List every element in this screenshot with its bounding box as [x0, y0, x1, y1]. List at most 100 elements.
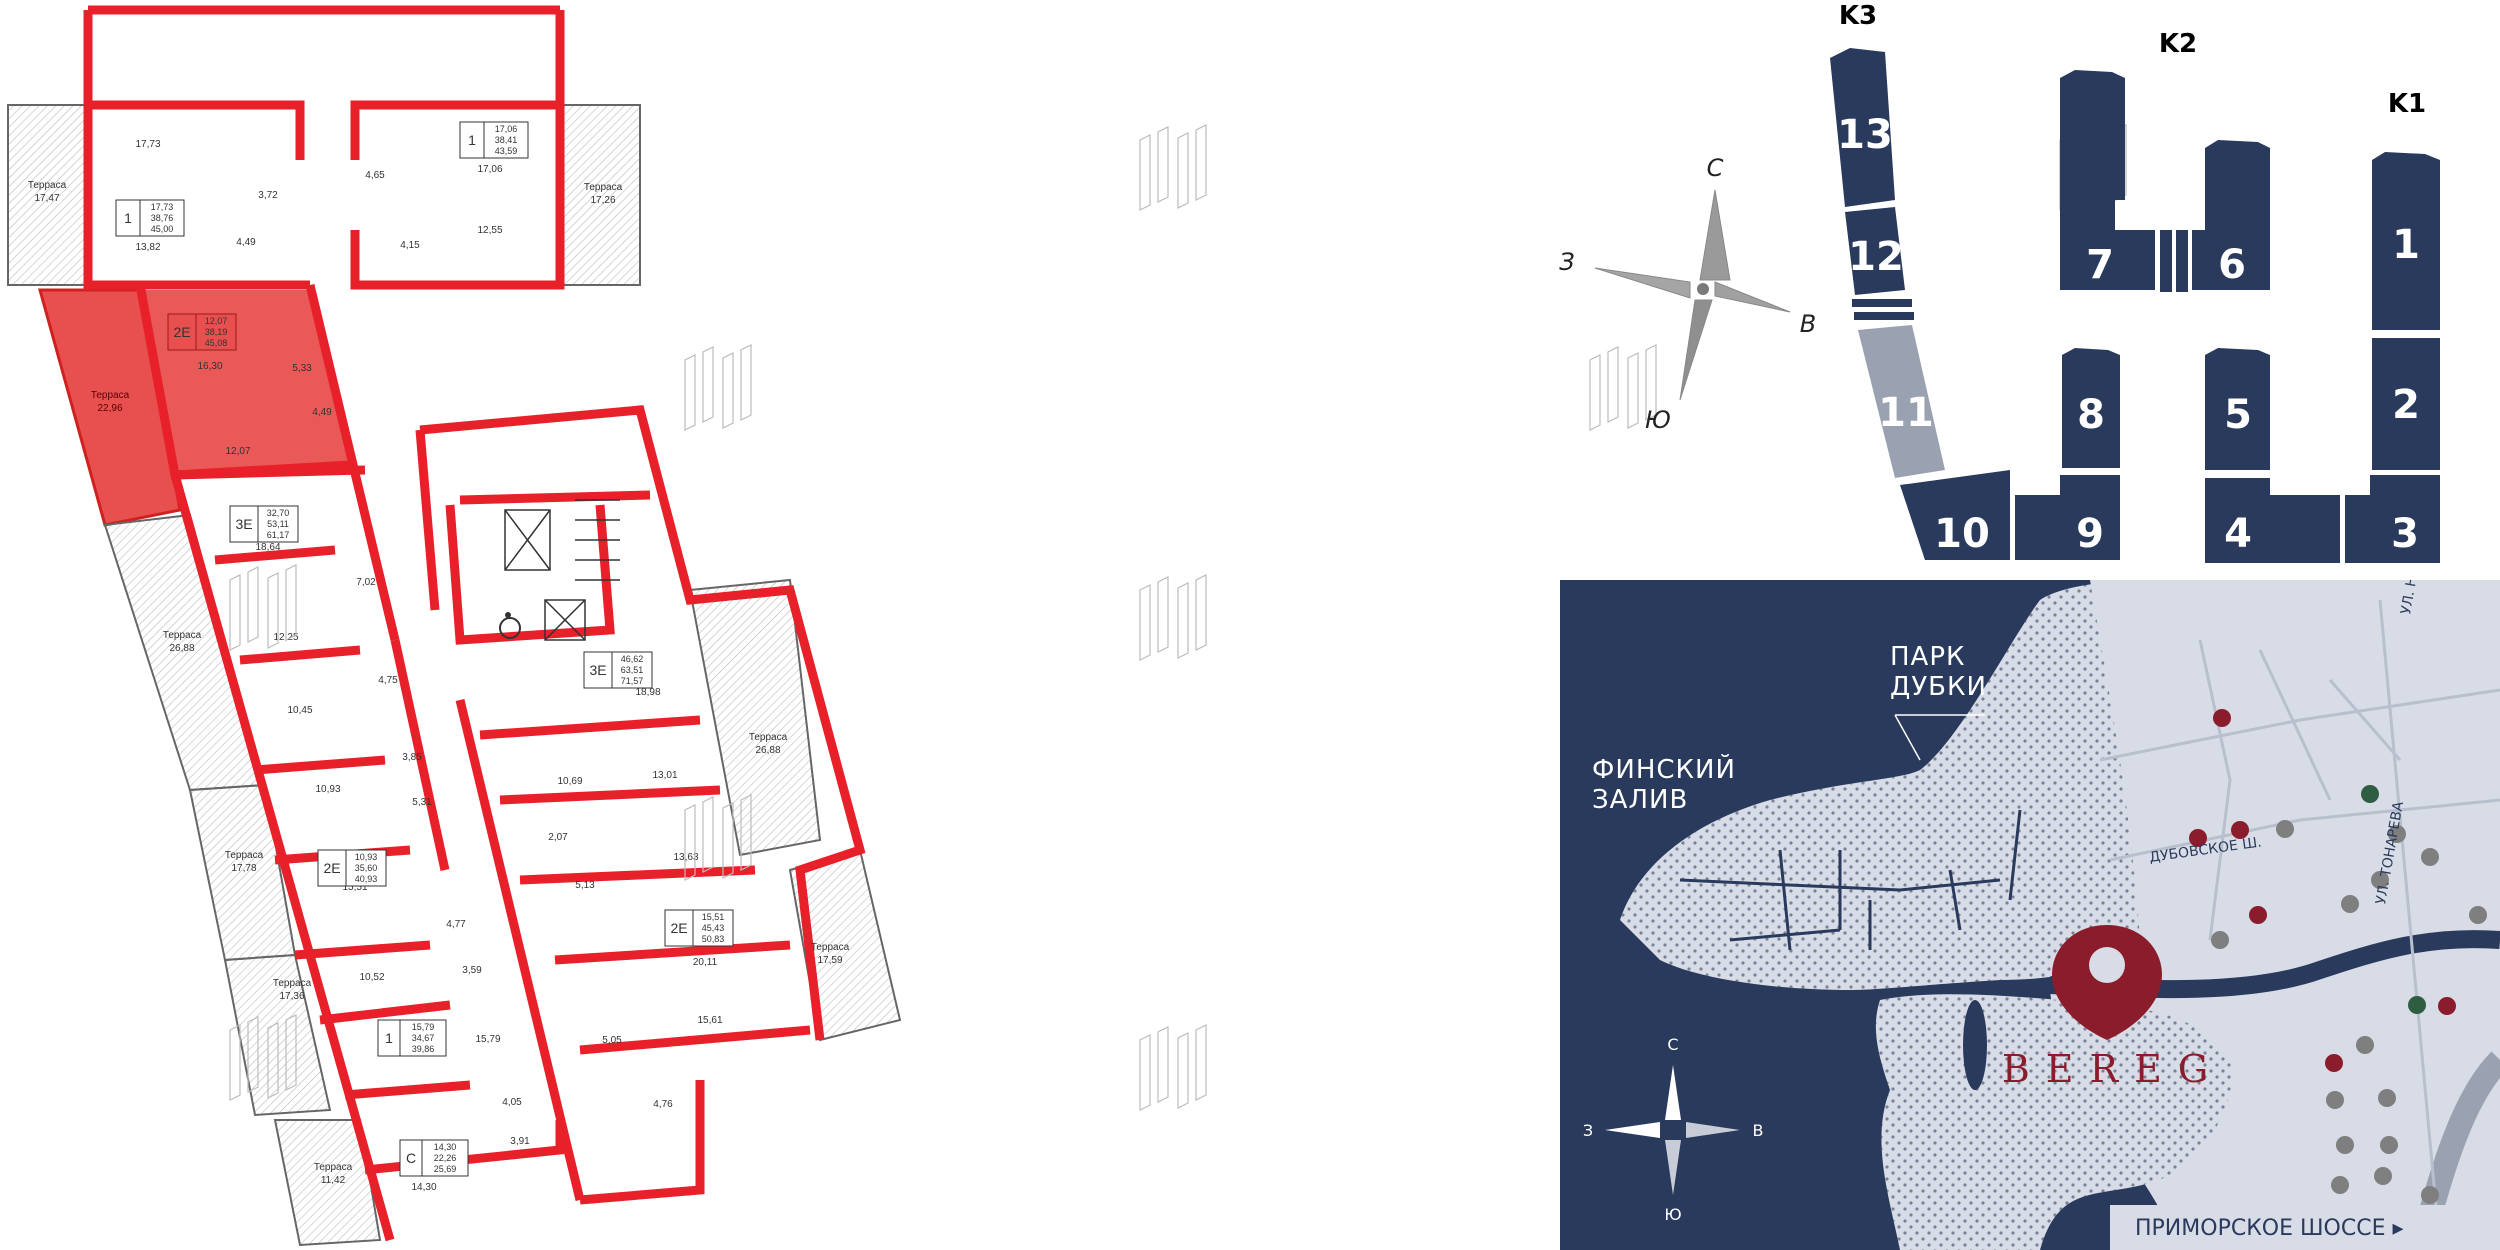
apartment-a8-v2: 34,67 — [412, 1033, 435, 1043]
room-r24-label: 3,59 — [462, 965, 482, 976]
building-6[interactable]: 6 — [2192, 140, 2270, 290]
apartment-a8-v3: 39,86 — [412, 1044, 435, 1054]
compass-map: С Ю З В — [1583, 1035, 1764, 1224]
terrace-t4-name: Терраса — [163, 630, 202, 641]
room-r28-label: 14,30 — [411, 1182, 436, 1193]
apartment-a8-info[interactable]: 1 15,79 34,67 39,86 — [377, 1019, 447, 1057]
terrace-t5-area-label: 26,88 — [755, 745, 780, 756]
apartment-a8-v1: 15,79 — [412, 1022, 435, 1032]
terrace-t8-area-label: 17,36 — [279, 991, 304, 1002]
apartment-a1-v1: 17,73 — [151, 202, 174, 212]
building-5-label: 5 — [2224, 392, 2252, 438]
apartment-a3-v3: 45,08 — [205, 338, 228, 348]
apartment-a3-info[interactable]: 2Е 12,07 38,19 45,08 — [167, 313, 237, 351]
watermark-logo — [229, 1014, 297, 1101]
building-6-strip — [2176, 230, 2188, 292]
compass-map-w: З — [1583, 1121, 1593, 1140]
room-r4-label: 4,49 — [236, 237, 256, 248]
building-12[interactable]: 12 — [1845, 207, 1905, 295]
room-r18-label: 3,85 — [402, 752, 422, 763]
apartment-a9-info[interactable]: С 14,30 22,26 25,69 — [399, 1139, 469, 1177]
map-gulf-line2: ЗАЛИВ — [1592, 785, 1688, 815]
apartment-a1-info[interactable]: 1 17,73 38,76 45,00 — [115, 199, 185, 237]
room-r31-label: 13,01 — [652, 770, 677, 781]
watermark-logo — [229, 564, 297, 651]
terrace-t5-area[interactable] — [688, 578, 822, 857]
map-street-top: УЛ. Н — [2398, 575, 2420, 616]
building-8[interactable]: 8 — [2062, 348, 2120, 468]
apartment-a4-type: 3Е — [235, 516, 252, 532]
apartment-a5-v1: 46,62 — [621, 654, 644, 664]
apartment-a2-type: 1 — [468, 132, 476, 148]
watermark-logo — [1139, 1024, 1207, 1111]
room-r37-label: 15,61 — [697, 1015, 722, 1026]
apartment-a4-info[interactable]: 3Е 32,70 53,11 61,17 — [229, 505, 299, 543]
building-5[interactable]: 5 — [2205, 348, 2270, 470]
watermark-logo — [1589, 344, 1657, 431]
apartment-a6-info[interactable]: 2Е 10,93 35,60 40,93 — [317, 849, 387, 887]
apartment-a7-v1: 15,51 — [702, 912, 725, 922]
apartment-a7-v2: 45,43 — [702, 923, 725, 933]
apartment-a9-v1: 14,30 — [434, 1142, 457, 1152]
building-4[interactable]: 4 — [2205, 478, 2340, 563]
terrace-t9-area-label: 11,42 — [321, 1175, 346, 1186]
building-9-label: 9 — [2076, 511, 2104, 557]
building-7-label: 8 — [2077, 392, 2105, 438]
map-park-line2: ДУБКИ — [1890, 672, 1987, 702]
apartment-a9-v2: 22,26 — [434, 1153, 457, 1163]
apartment-a2-v1: 17,06 — [495, 124, 518, 134]
compass-top-n: С — [1707, 154, 1724, 182]
room-r34-label: 5,13 — [575, 880, 595, 891]
apartment-a1-v2: 38,76 — [151, 213, 174, 223]
room-r21-label: 15,51 — [342, 882, 367, 893]
map-brand-label: BEREG — [2002, 1047, 2224, 1091]
map-highway-bar — [2110, 1205, 2500, 1250]
apartment-a2-info[interactable]: 1 17,06 38,41 43,59 — [459, 121, 529, 159]
buildings-plan: K3 K2 K1 13 12 11 10 9 8 — [1830, 1, 2440, 563]
map-roads — [2099, 599, 2500, 1250]
room-r7-label: 4,15 — [400, 240, 420, 251]
building-2[interactable]: 2 — [2372, 338, 2440, 470]
building-7[interactable]: 7 — [2060, 70, 2155, 290]
building-11[interactable]: 11 — [1858, 325, 1945, 478]
building-7-number: 7 — [2086, 242, 2114, 288]
room-r32-label: 2,07 — [548, 832, 568, 843]
room-r25-label: 15,79 — [475, 1034, 500, 1045]
terrace-t5-name: Терраса — [749, 732, 788, 743]
building-12-label: 12 — [1848, 234, 1904, 280]
building-6-label: 6 — [2218, 242, 2246, 288]
apartment-a6-v2: 35,60 — [355, 863, 378, 873]
building-3[interactable]: 3 — [2345, 475, 2440, 563]
apartment-a2-v3: 43,59 — [495, 146, 518, 156]
building-10[interactable]: 10 — [1900, 470, 2010, 560]
terrace-t3-area[interactable] — [38, 288, 182, 527]
building-1[interactable]: 1 — [2372, 152, 2440, 330]
compass-top-w: З — [1559, 248, 1574, 276]
apartment-a7-info[interactable]: 2Е 15,51 45,43 50,83 — [664, 909, 734, 947]
apartment-a6-type: 2Е — [323, 860, 340, 876]
building-connector — [1852, 299, 1912, 307]
apartment-a5-info[interactable]: 3Е 46,62 63,51 71,57 — [583, 651, 653, 689]
building-10-label: 10 — [1934, 511, 1990, 557]
location-map: BEREG ПАРК ДУБКИ ФИНСКИЙ ЗАЛИВ ДУБОВСКОЕ… — [1560, 575, 2500, 1250]
terrace-t9-area[interactable] — [273, 1119, 382, 1247]
map-lake — [1963, 1000, 1987, 1090]
watermark-logo — [684, 794, 752, 881]
compass-map-e: В — [1753, 1121, 1764, 1140]
watermark-logo — [684, 344, 752, 431]
stair-core — [504, 499, 620, 641]
building-13[interactable]: 13 — [1830, 48, 1895, 207]
location-pin-icon[interactable] — [2052, 925, 2162, 1040]
room-r29-label: 18,98 — [635, 687, 660, 698]
terrace-t1-name: Терраса — [28, 180, 67, 191]
room-r33-label: 13,63 — [673, 852, 698, 863]
room-r22-label: 4,77 — [446, 919, 466, 930]
apartment-a6-v3: 40,93 — [355, 874, 378, 884]
room-r11-label: 4,49 — [312, 407, 332, 418]
building-4-label: 4 — [2224, 511, 2252, 557]
room-r2-label: 3,72 — [258, 190, 278, 201]
building-9[interactable]: 9 — [2015, 475, 2120, 560]
room-r14-label: 7,02 — [356, 577, 376, 588]
room-r5-label: 17,06 — [477, 164, 502, 175]
